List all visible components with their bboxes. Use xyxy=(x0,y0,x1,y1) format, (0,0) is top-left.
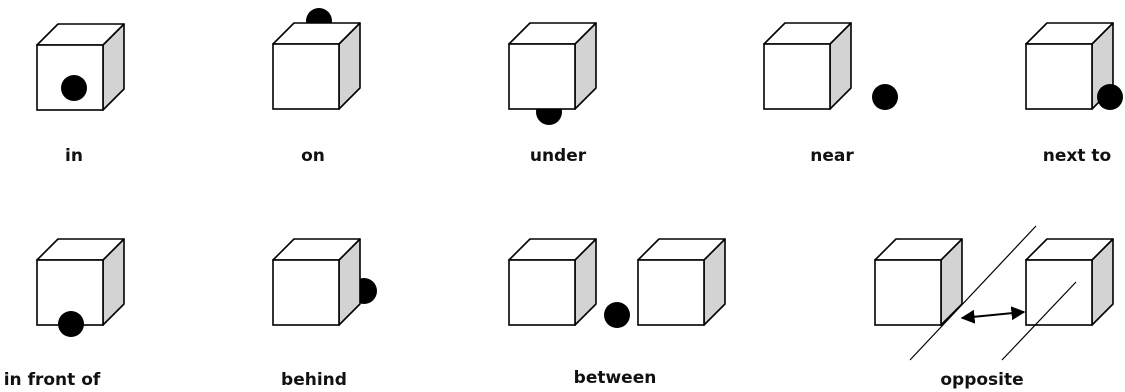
cube-front-face xyxy=(637,259,705,326)
label-under: under xyxy=(529,146,587,166)
panel-near xyxy=(763,22,898,110)
cube xyxy=(36,23,125,111)
cube xyxy=(36,238,125,326)
panel-next-to xyxy=(1025,22,1123,110)
cube xyxy=(272,22,361,110)
cube-front-face xyxy=(272,259,340,326)
cube-front-face xyxy=(272,43,340,110)
divider-line-left xyxy=(909,225,1037,361)
cube-front-face xyxy=(763,43,831,110)
label-in: in xyxy=(65,146,83,166)
panel-behind xyxy=(272,238,377,326)
cube-front-face xyxy=(874,259,942,326)
cube-right xyxy=(637,238,726,326)
cube xyxy=(508,22,597,110)
double-arrow xyxy=(960,306,1026,324)
cube xyxy=(763,22,852,110)
cube-front-face xyxy=(1025,43,1093,110)
label-near: near xyxy=(810,146,854,166)
divider-line-right xyxy=(1001,281,1077,361)
label-next-to: next to xyxy=(1042,146,1112,166)
cube-left xyxy=(508,238,597,326)
cube-front-face xyxy=(508,259,576,326)
ball xyxy=(1097,84,1123,110)
label-on: on xyxy=(301,146,325,166)
cube xyxy=(272,238,361,326)
panel-in-front-of xyxy=(36,238,125,337)
cube-front-face xyxy=(1025,259,1093,326)
cube-left xyxy=(874,238,963,326)
cube-right xyxy=(1025,238,1114,326)
panel-between xyxy=(508,238,726,328)
label-opposite: opposite xyxy=(940,370,1024,390)
panel-in xyxy=(36,23,125,111)
ball xyxy=(58,311,84,337)
ball xyxy=(872,84,898,110)
label-behind: behind xyxy=(281,370,347,390)
ball xyxy=(604,302,630,328)
cube-front-face xyxy=(508,43,576,110)
ball xyxy=(61,75,87,101)
panel-on xyxy=(272,8,361,110)
panel-under xyxy=(508,22,597,125)
panel-opposite xyxy=(874,225,1114,361)
label-in-front-of: in front of xyxy=(3,370,101,390)
label-between: between xyxy=(573,368,657,388)
